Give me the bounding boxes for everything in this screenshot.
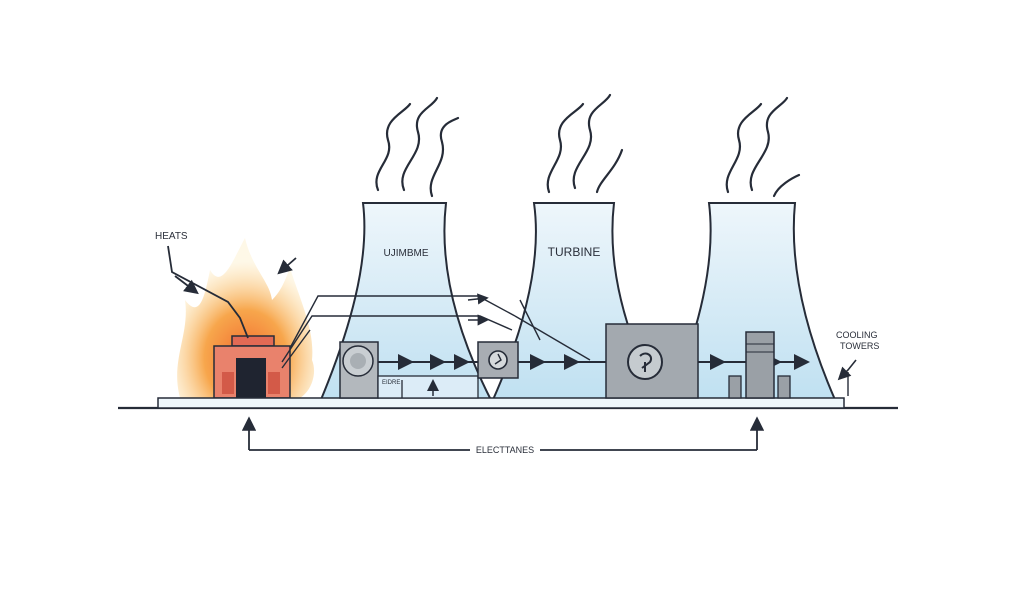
heats-pointer: [167, 245, 249, 339]
pump-icon: [339, 341, 379, 399]
tower-1-label: UJIMBME: [384, 248, 429, 259]
turbine-icon: [477, 341, 519, 379]
heats-arrow: [174, 275, 199, 295]
steam-pipes: [281, 293, 591, 369]
control-box-label: EIDRE: [382, 380, 400, 386]
electrical-loop: [241, 416, 765, 451]
cooling-pointer: [837, 359, 857, 381]
ground-platform: [118, 397, 898, 410]
cooling-label-line1: COOLING: [836, 330, 878, 340]
condenser-unit: [728, 331, 791, 399]
small-arrow: [277, 257, 297, 275]
steam-icon: [375, 93, 801, 198]
tower-2-label: TURBINE: [548, 245, 601, 259]
cooling-label-line2: TOWERS: [840, 341, 879, 351]
generator-icon: [605, 323, 699, 399]
bottom-label: ELECTTANES: [476, 445, 534, 455]
furnace: [213, 335, 291, 399]
heats-label: HEATS: [155, 231, 188, 242]
